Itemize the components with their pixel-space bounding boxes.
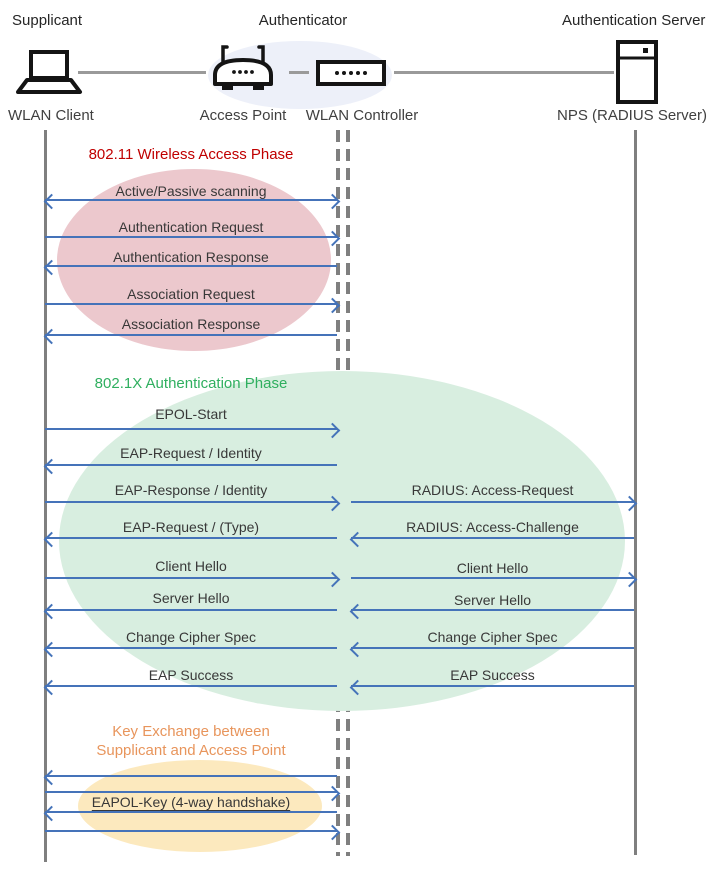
arrow-right bbox=[45, 236, 337, 238]
message-label-association-response: Association Response bbox=[121, 316, 261, 332]
role-supplicant: Supplicant bbox=[12, 12, 83, 29]
server-icon bbox=[616, 40, 658, 104]
arrow-left bbox=[45, 811, 337, 813]
phase2-ellipse bbox=[59, 371, 625, 711]
wlan-controller-icon bbox=[316, 60, 386, 86]
connector-line bbox=[78, 71, 206, 74]
message-label-eap-request-type: EAP-Request / (Type) bbox=[122, 519, 260, 535]
message-label-eap-success: EAP Success bbox=[148, 667, 234, 683]
node-label-wlan-client: WLAN Client bbox=[8, 107, 94, 124]
arrow-right bbox=[45, 428, 337, 430]
arrow-left bbox=[351, 609, 634, 611]
message-label-change-cipher-spec: Change Cipher Spec bbox=[126, 629, 256, 645]
connector-line bbox=[289, 71, 309, 74]
arrow-left bbox=[351, 685, 634, 687]
node-label-nps-radius-server: NPS (RADIUS Server) bbox=[556, 107, 708, 124]
arrow-left bbox=[45, 265, 337, 267]
message-label-eap-response-identity: EAP-Response / Identity bbox=[114, 482, 268, 498]
arrow-left bbox=[45, 647, 337, 649]
message-label-server-hello-right: Server Hello bbox=[453, 592, 532, 608]
phase3-title-line1: Key Exchange between bbox=[112, 723, 270, 740]
arrow-left bbox=[45, 537, 337, 539]
lifeline-nps-server bbox=[634, 130, 637, 855]
phase1-title: 802.11 Wireless Access Phase bbox=[88, 146, 294, 163]
arrow-left bbox=[45, 464, 337, 466]
role-authentication-server: Authentication Server bbox=[562, 12, 706, 29]
role-authenticator: Authenticator bbox=[258, 12, 348, 29]
access-point-icon bbox=[213, 45, 273, 90]
message-label-active-passive-scanning: Active/Passive scanning bbox=[115, 183, 267, 199]
arrow-left bbox=[45, 334, 337, 336]
message-label-eap-request-identity: EAP-Request / Identity bbox=[120, 445, 262, 461]
connector-line bbox=[394, 71, 614, 74]
arrow-left bbox=[351, 537, 634, 539]
arrow-right bbox=[45, 303, 337, 305]
node-label-wlan-controller: WLAN Controller bbox=[305, 107, 419, 124]
phase3-title: Key Exchange between Supplicant and Acce… bbox=[45, 722, 337, 760]
message-label-change-cipher-spec-right: Change Cipher Spec bbox=[427, 629, 558, 645]
phase3-title-line2: Supplicant and Access Point bbox=[96, 742, 286, 759]
node-label-access-point: Access Point bbox=[199, 107, 287, 124]
message-label-radius-access-request: RADIUS: Access-Request bbox=[411, 482, 574, 498]
arrow-right bbox=[45, 830, 337, 832]
arrow-both bbox=[45, 199, 337, 201]
arrow-right bbox=[45, 501, 337, 503]
message-label-authentication-response: Authentication Response bbox=[113, 249, 269, 265]
arrow-right bbox=[45, 791, 337, 793]
arrow-left bbox=[351, 647, 634, 649]
message-label-server-hello: Server Hello bbox=[152, 590, 230, 606]
arrow-left bbox=[45, 609, 337, 611]
message-label-client-hello: Client Hello bbox=[155, 558, 227, 574]
laptop-icon bbox=[16, 50, 82, 94]
message-label-eap-success-right: EAP Success bbox=[450, 667, 535, 683]
arrow-left bbox=[45, 685, 337, 687]
message-label-client-hello-right: Client Hello bbox=[456, 560, 529, 576]
arrow-left bbox=[45, 775, 337, 777]
arrow-right bbox=[351, 501, 634, 503]
message-label-authentication-request: Authentication Request bbox=[118, 219, 264, 235]
message-label-association-request: Association Request bbox=[127, 286, 255, 302]
arrow-right bbox=[45, 577, 337, 579]
message-label-eapol-key-handshake: EAPOL-Key (4-way handshake) bbox=[91, 794, 291, 810]
message-label-radius-access-challenge: RADIUS: Access-Challenge bbox=[406, 519, 579, 535]
arrow-right bbox=[351, 577, 634, 579]
lifeline-wlan-client bbox=[44, 130, 47, 862]
message-label-epol-start: EPOL-Start bbox=[155, 406, 227, 422]
phase2-title: 802.1X Authentication Phase bbox=[94, 375, 288, 392]
